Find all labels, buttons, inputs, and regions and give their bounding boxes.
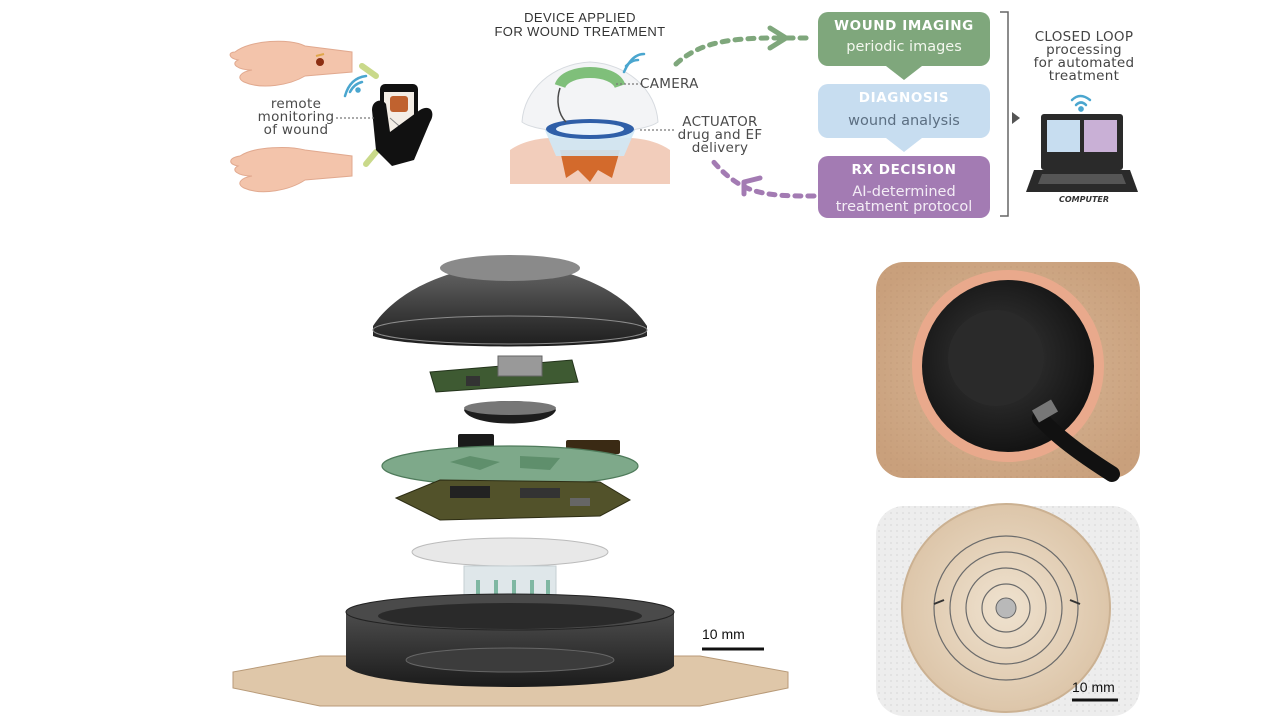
diagnosis-box: DIAGNOSIS wound analysis: [818, 84, 990, 138]
device-header: DEVICE APPLIED FOR WOUND TREATMENT: [470, 11, 690, 39]
flow-triangles: [886, 66, 922, 152]
rx-decision-box: RX DECISION AI-determined treatment prot…: [818, 156, 990, 218]
exploded-base-housing: [232, 593, 789, 707]
actuator-label-line-2: drug and EF: [677, 127, 763, 143]
closed-loop-label: CLOSED LOOP processing for automated tre…: [1022, 29, 1146, 84]
exploded-dome-cover: [372, 255, 648, 347]
hand-bottom-icon: [230, 147, 353, 193]
remote-monitoring-label: remote monitoring of wound: [254, 96, 338, 138]
remote-label-line-3: of wound: [263, 122, 329, 138]
remote-label-line-2: monitoring: [257, 109, 335, 125]
rx-decision-subtitle-line-1: AI-determined: [852, 184, 956, 200]
scale-label-exploded: 10 mm: [702, 626, 745, 642]
remote-label-line-1: remote: [270, 96, 322, 112]
wifi-icon-phone: [343, 74, 368, 98]
closed-loop-line-2: processing: [1046, 42, 1122, 58]
closed-loop-line-3: for automated: [1033, 55, 1135, 71]
wifi-icon-device: [622, 52, 646, 74]
diagnosis-title: DIAGNOSIS: [858, 90, 950, 106]
scale-label-photo: 10 mm: [1072, 679, 1115, 695]
exploded-camera-board: [429, 355, 579, 393]
laptop-icon: [1026, 114, 1138, 192]
device-header-line-1: DEVICE APPLIED: [524, 10, 636, 25]
photo-device-top: [876, 262, 1140, 482]
sync-arrows-icon: [359, 63, 379, 167]
arrow-to-imaging: [673, 25, 815, 67]
diagnosis-subtitle: wound analysis: [848, 113, 960, 129]
wifi-icon-computer: [1070, 94, 1092, 112]
closed-loop-line-4: treatment: [1048, 68, 1120, 84]
device-header-line-2: FOR WOUND TREATMENT: [494, 24, 666, 39]
exploded-lens: [464, 401, 556, 424]
actuator-label-line-1: ACTUATOR: [682, 114, 758, 130]
exploded-pcb: [394, 479, 632, 521]
closed-loop-bracket: [1000, 11, 1009, 217]
wound-imaging-title: WOUND IMAGING: [834, 18, 974, 34]
closed-loop-line-1: CLOSED LOOP: [1034, 29, 1134, 45]
rx-decision-title: RX DECISION: [851, 162, 957, 178]
photo-device-bottom: [876, 503, 1140, 716]
wound-imaging-box: WOUND IMAGING periodic images: [818, 12, 990, 66]
rx-decision-subtitle-line-2: treatment protocol: [835, 199, 973, 215]
arrow-from-rx: [709, 157, 817, 199]
actuator-label: ACTUATOR drug and EF delivery: [670, 114, 770, 156]
phone-in-hand-icon: [372, 84, 433, 166]
bracket-pointer: [1012, 112, 1020, 124]
exploded-green-disc: [381, 434, 639, 487]
computer-label: COMPUTER: [1058, 195, 1110, 204]
camera-label: CAMERA: [640, 76, 699, 92]
wound-imaging-subtitle: periodic images: [846, 39, 962, 55]
hand-top-icon: [229, 40, 353, 87]
device-on-skin-icon: [510, 61, 670, 184]
actuator-label-line-3: delivery: [691, 140, 749, 156]
